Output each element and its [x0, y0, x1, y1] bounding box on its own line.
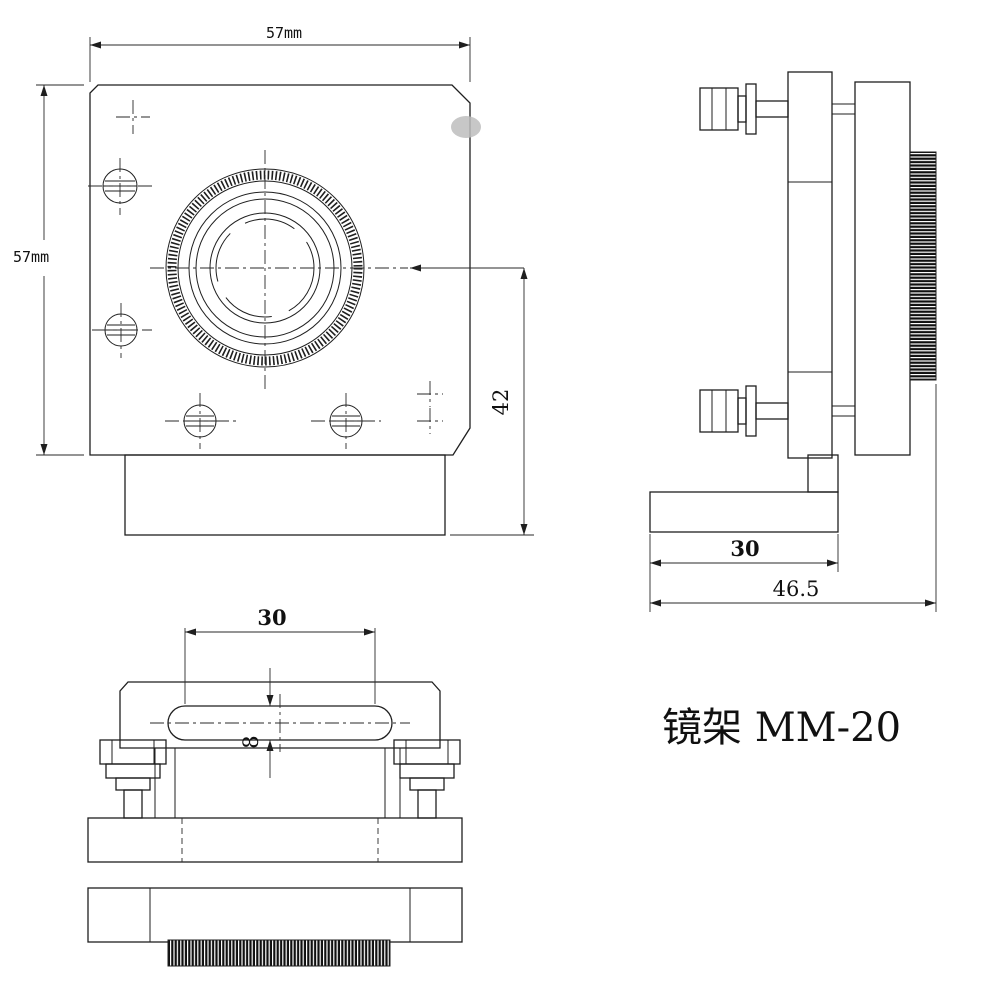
bottom-base-plate: [87, 817, 463, 863]
bottom-screw-right: [393, 739, 461, 819]
front-view: [88, 84, 481, 536]
screw-hole-bottom-right: [311, 393, 381, 449]
product-title: 镜架 MM-20: [662, 705, 901, 751]
dim-slot-width: 8: [239, 668, 274, 778]
l-bracket: [649, 454, 839, 533]
front-lower-block: [124, 454, 446, 536]
dim-front-width-label: 57mm: [266, 24, 302, 42]
bottom-top-plate: [119, 681, 441, 749]
screw-hole-left: [92, 303, 152, 358]
datum-cross-right-upper: [417, 381, 443, 407]
side-knurled-ring: [909, 151, 937, 381]
bottom-screw-left: [99, 739, 167, 819]
dim-total-depth: 46.5: [650, 384, 937, 612]
dim-front-width: 57mm: [89, 24, 471, 82]
front-plate-outline: [89, 84, 471, 456]
bottom-body: [154, 748, 401, 818]
dim-center-to-base: 42: [410, 264, 534, 536]
side-view: [649, 71, 937, 533]
datum-cross-top-left: [116, 100, 150, 134]
dim-slot-width-label: 8: [239, 735, 263, 748]
dim-center-to-base-label: 42: [489, 389, 513, 416]
bottom-lower-plate: [87, 887, 463, 967]
side-mirror-plate: [854, 81, 911, 456]
smudge-artifact: [451, 116, 481, 138]
dim-total-depth-label: 46.5: [773, 577, 820, 601]
screw-hole-bottom-left: [165, 393, 236, 449]
dim-front-height-label: 57mm: [13, 248, 49, 266]
side-front-plate: [787, 71, 833, 459]
dim-slot-length: 30: [184, 605, 376, 704]
bottom-view: [87, 681, 463, 967]
screw-hole-top-left: [88, 158, 155, 215]
adjust-screw-bottom: [699, 385, 856, 437]
dim-front-height: 57mm: [13, 84, 84, 456]
dim-bracket-depth: 30: [649, 534, 839, 612]
dim-slot-length-label: 30: [257, 605, 286, 630]
datum-cross-right-lower: [417, 408, 443, 434]
bottom-knurled-ring: [167, 939, 391, 967]
adjust-screw-top: [699, 83, 856, 135]
dim-bracket-depth-label: 30: [730, 536, 759, 561]
